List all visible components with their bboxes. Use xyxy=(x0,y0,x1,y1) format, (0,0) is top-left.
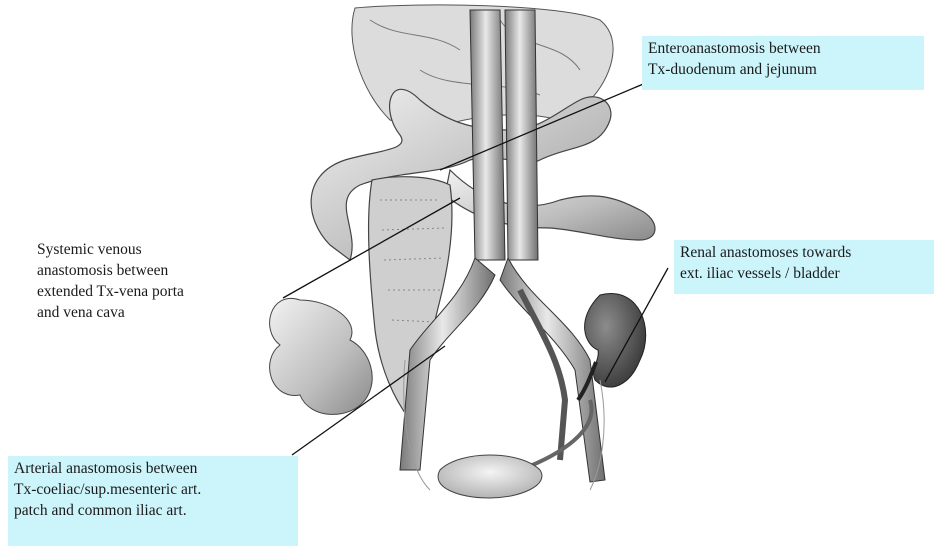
venous-line-3: extended Tx-vena porta xyxy=(37,281,257,302)
renal-line-2: ext. iliac vessels / bladder xyxy=(680,263,928,284)
enteroanastomosis-label: Enteroanastomosis between Tx-duodenum an… xyxy=(642,36,924,90)
enteroanastomosis-line-1: Enteroanastomosis between xyxy=(648,38,918,59)
renal-line-1: Renal anastomoses towards xyxy=(680,242,928,263)
arterial-line-3: patch and common iliac art. xyxy=(14,500,292,521)
bowel-left xyxy=(270,298,373,414)
venous-anastomosis-label: Systemic venous anastomosis between exte… xyxy=(37,239,257,323)
arterial-line-1: Arterial anastomosis between xyxy=(14,458,292,479)
venous-line-1: Systemic venous xyxy=(37,239,257,260)
arterial-anastomosis-label: Arterial anastomosis between Tx-coeliac/… xyxy=(8,456,298,546)
enteroanastomosis-line-2: Tx-duodenum and jejunum xyxy=(648,59,918,80)
aorta xyxy=(470,10,505,260)
arterial-line-2: Tx-coeliac/sup.mesenteric art. xyxy=(14,479,292,500)
venous-line-4: and vena cava xyxy=(37,302,257,323)
bladder xyxy=(438,455,542,498)
renal-anastomoses-label: Renal anastomoses towards ext. iliac ves… xyxy=(674,240,934,294)
right-iliac xyxy=(500,258,605,482)
venous-line-2: anastomosis between xyxy=(37,260,257,281)
